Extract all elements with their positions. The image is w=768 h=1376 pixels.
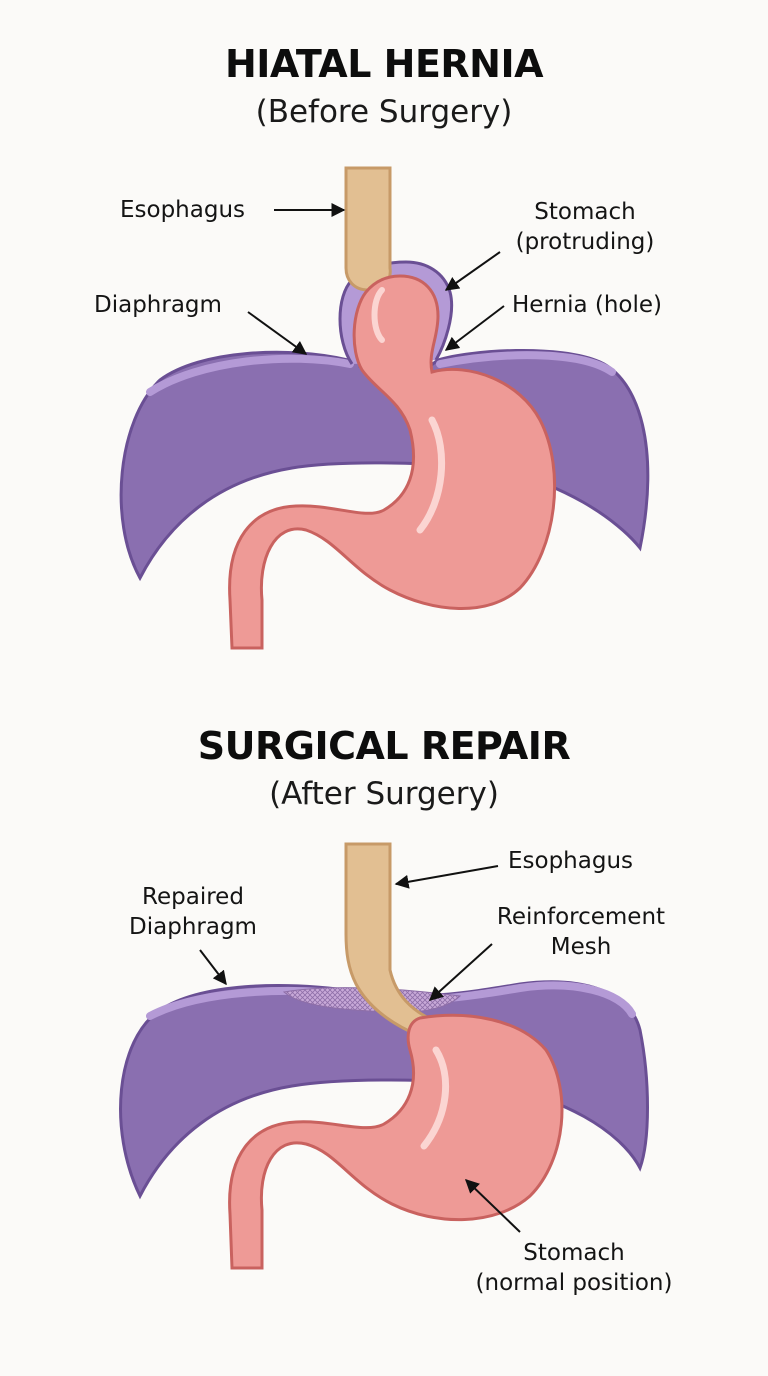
- after-label-mesh-line2: Mesh: [550, 934, 612, 960]
- before-subtitle: (Before Surgery): [255, 94, 513, 130]
- before-stomach-arrow: [444, 251, 501, 291]
- before-label-hernia: Hernia (hole): [512, 292, 663, 318]
- after-label-mesh-line1: Reinforcement: [496, 904, 666, 930]
- after-title: SURGICAL REPAIR: [197, 724, 571, 768]
- before-stomach: [228, 274, 557, 650]
- before-diaphragm-arrow: [247, 311, 308, 355]
- after-label-esophagus: Esophagus: [508, 848, 634, 874]
- after-stomach-arrow: [464, 1179, 521, 1233]
- after-esophagus-arrow: [394, 865, 499, 889]
- before-esophagus: [344, 166, 392, 292]
- after-mesh-arrow: [428, 943, 493, 1001]
- after-label-repaired-diaphragm: Repaired Diaphragm: [108, 882, 278, 942]
- before-label-stomach-line2: (protruding): [515, 229, 655, 255]
- before-label-stomach-line1: Stomach: [534, 199, 636, 225]
- after-label-stomach: Stomach (normal position): [454, 1238, 694, 1298]
- after-label-stomach-line1: Stomach: [523, 1240, 625, 1266]
- after-label-mesh: Reinforcement Mesh: [478, 902, 684, 962]
- after-label-stomach-line2: (normal position): [475, 1270, 673, 1296]
- after-diaphragm-arrow: [199, 949, 227, 986]
- before-label-diaphragm: Diaphragm: [94, 292, 222, 318]
- before-label-esophagus: Esophagus: [120, 197, 246, 223]
- before-label-stomach: Stomach (protruding): [500, 197, 670, 257]
- after-stomach: [228, 1013, 564, 1270]
- before-title: HIATAL HERNIA: [224, 42, 544, 86]
- after-subtitle: (After Surgery): [269, 776, 499, 812]
- after-esophagus: [344, 842, 435, 1038]
- after-label-repaired-line1: Repaired: [142, 884, 244, 910]
- before-hernia-arrow: [444, 305, 505, 351]
- after-label-repaired-line2: Diaphragm: [129, 914, 257, 940]
